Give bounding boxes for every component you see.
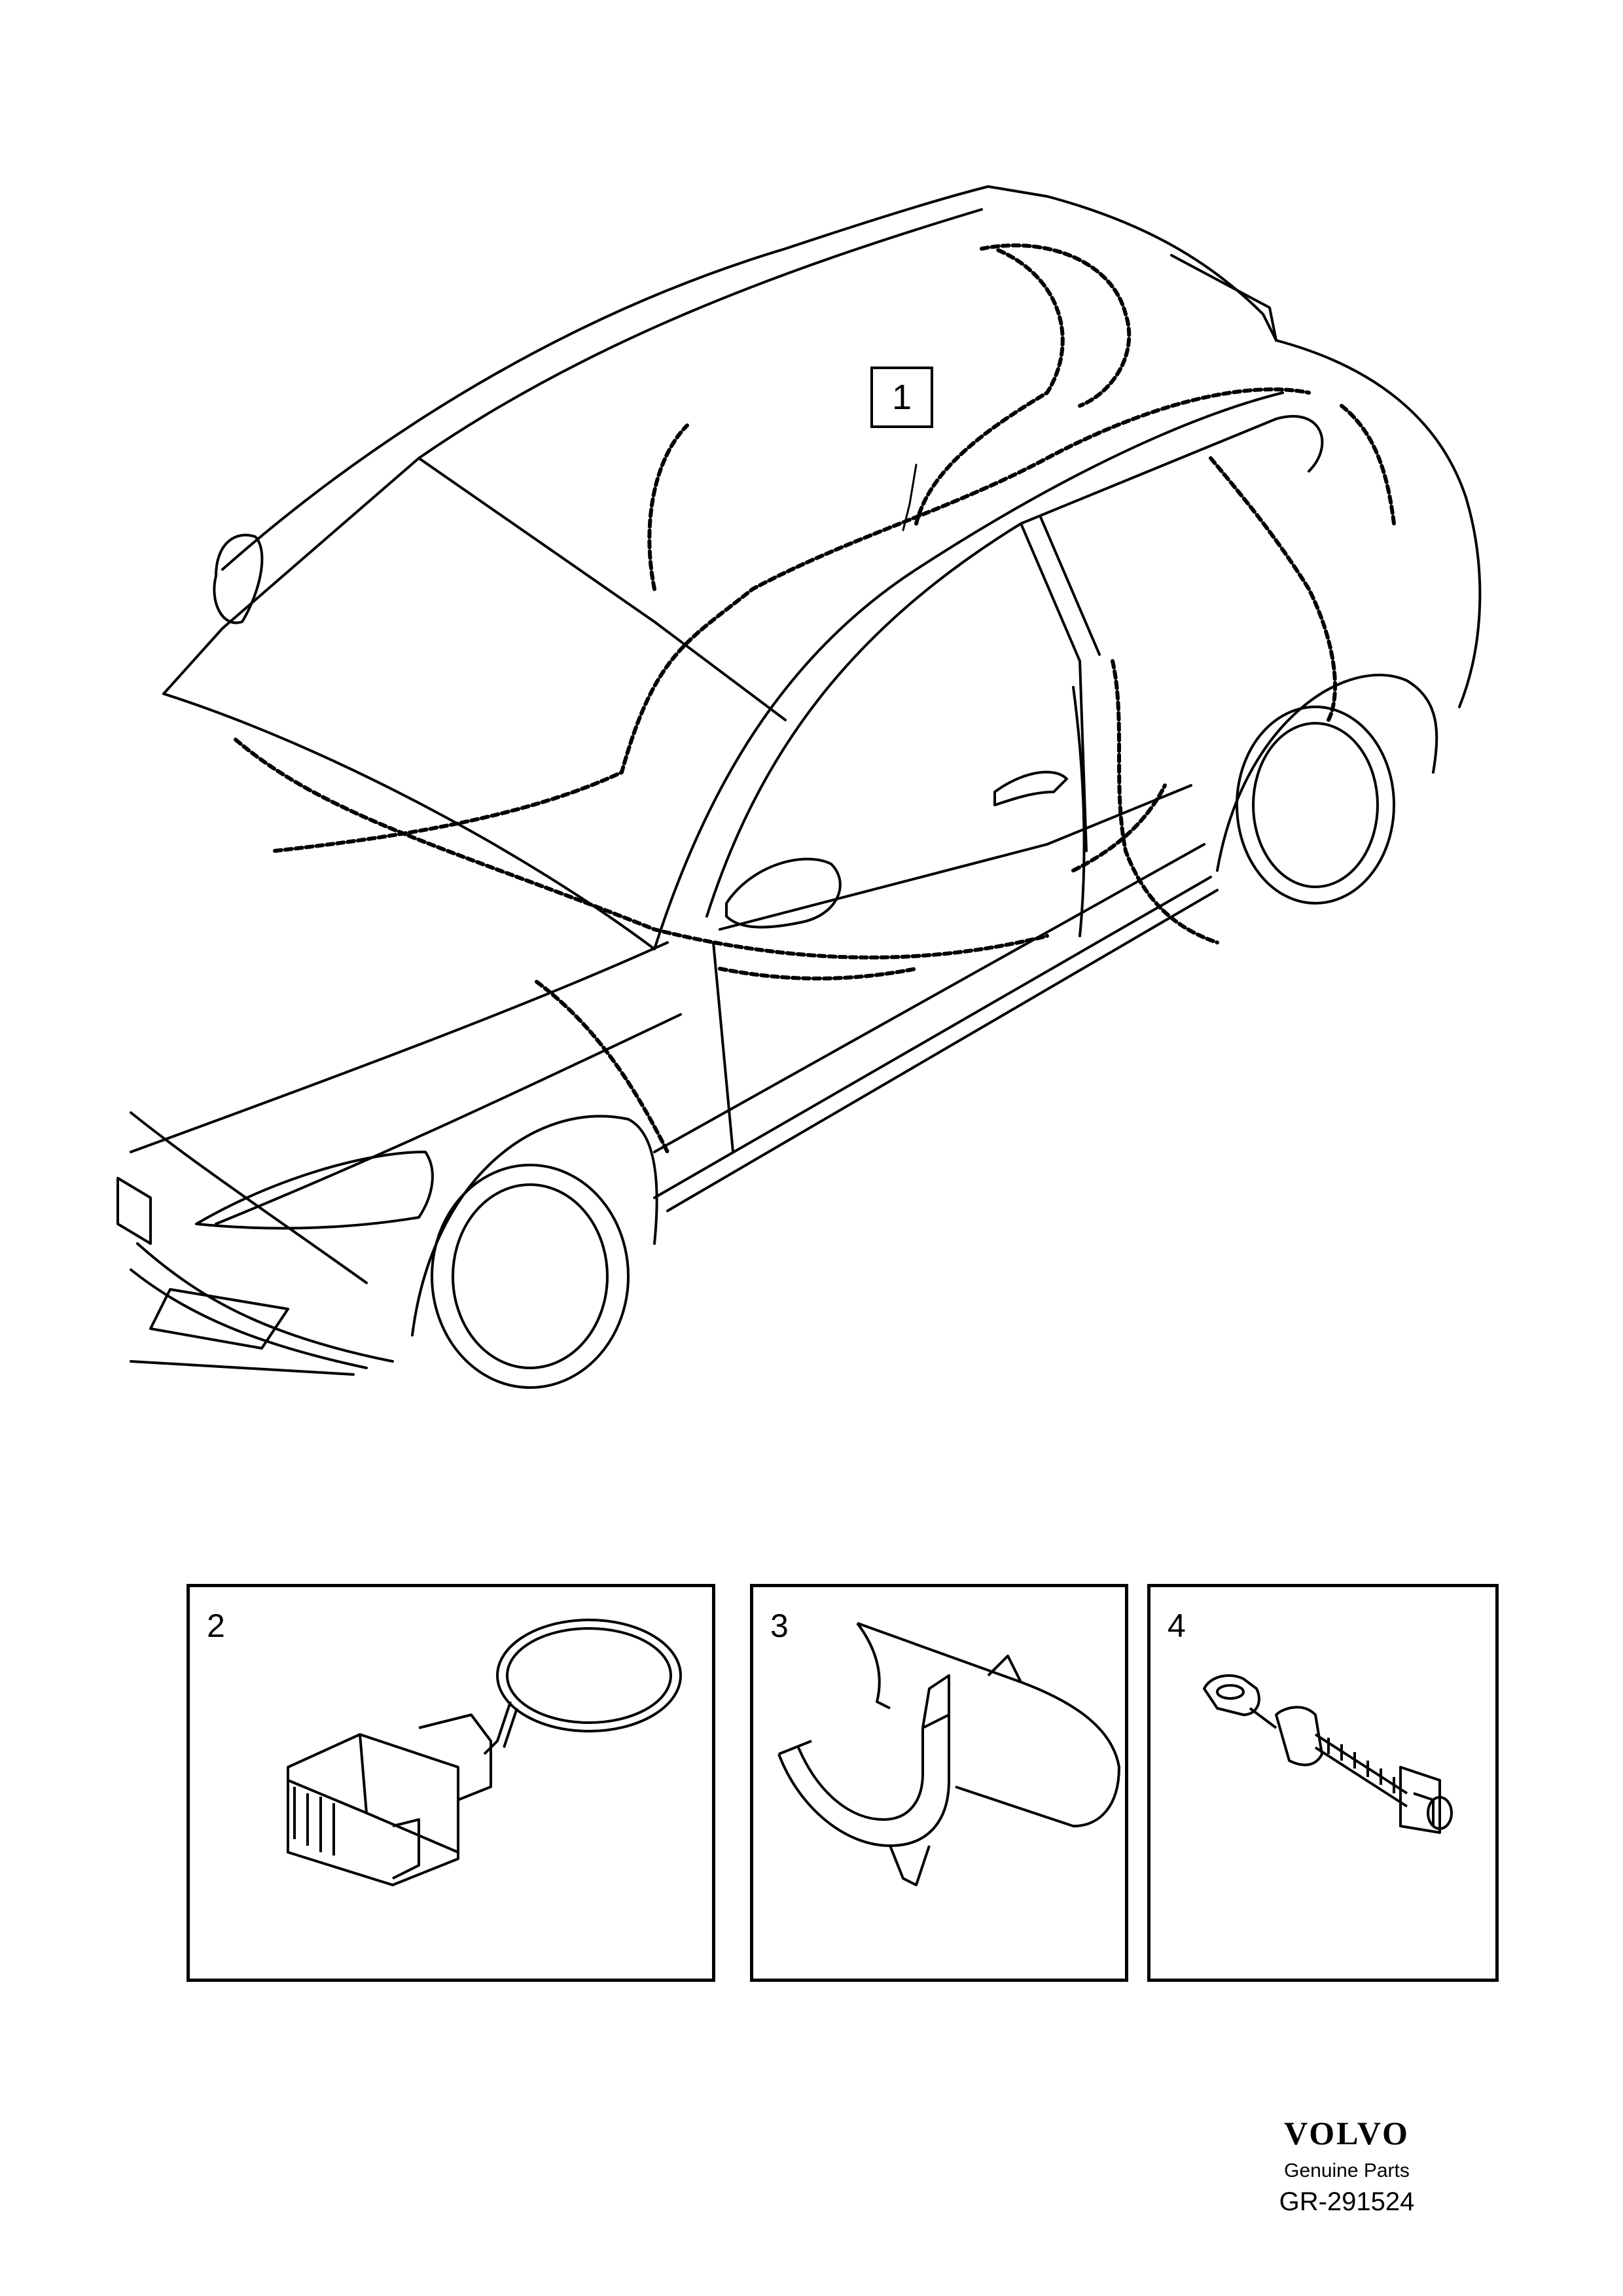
- connector-with-loop-icon: [287, 1619, 682, 1886]
- cable-clip-icon: [777, 1622, 1120, 1886]
- panel-number-3: 3: [770, 1607, 789, 1644]
- wiring-harness: [234, 243, 1396, 1154]
- callout-1: 1: [870, 367, 933, 428]
- part-panel-3: 3: [750, 1584, 1128, 1982]
- brand-logo: VOLVO: [1284, 2115, 1410, 2151]
- part-panel-2: 2: [187, 1584, 715, 1982]
- panel-number-2: 2: [207, 1607, 225, 1644]
- diagram-reference: GR-291524: [1279, 2187, 1415, 2216]
- part-panel-4: 4: [1147, 1584, 1499, 1982]
- panel-number-4: 4: [1168, 1607, 1186, 1644]
- brand-block: VOLVO Genuine Parts GR-291524: [1222, 2114, 1471, 2217]
- car-outline: [116, 185, 1482, 1389]
- push-fastener-icon: [1203, 1674, 1453, 1834]
- callout-leader-line: [902, 463, 918, 531]
- brand-subtitle: Genuine Parts: [1284, 2160, 1410, 2181]
